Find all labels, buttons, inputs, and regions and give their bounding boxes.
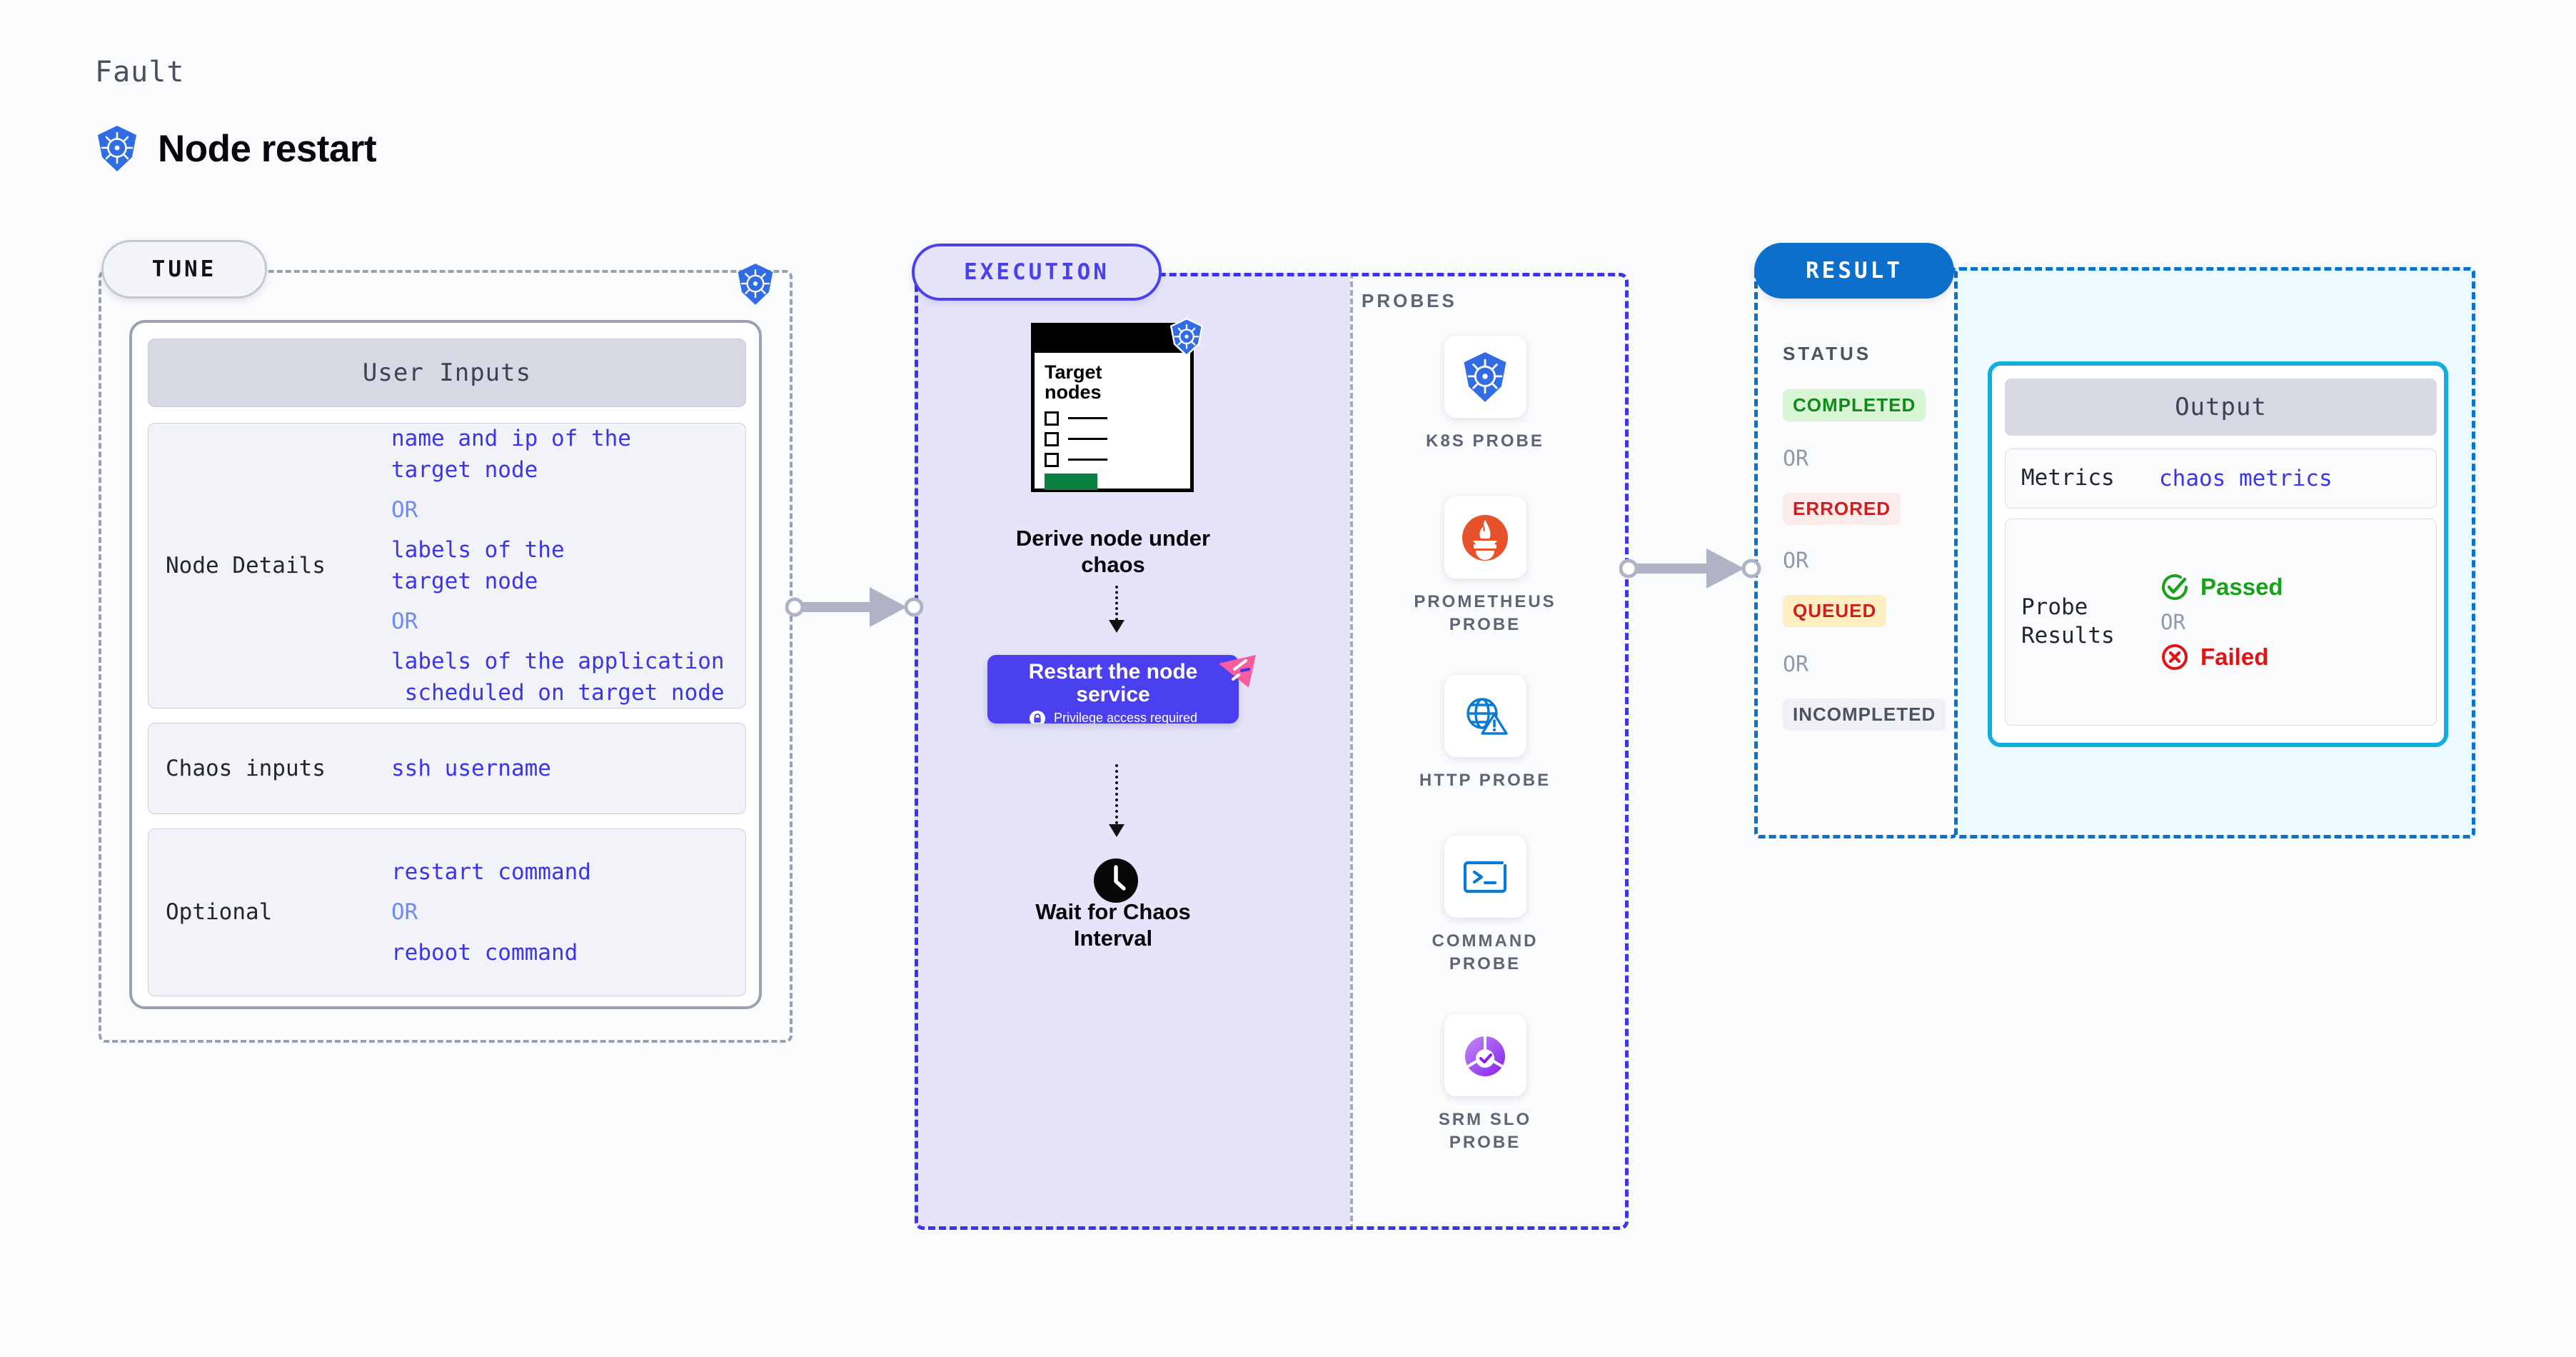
kubernetes-icon bbox=[1444, 336, 1526, 418]
result-panel-pill[interactable]: RESULT bbox=[1754, 243, 1954, 299]
output-value: chaos metrics bbox=[2159, 466, 2333, 491]
or-separator: OR bbox=[391, 899, 418, 926]
output-header: Output bbox=[2005, 379, 2437, 436]
execution-panel-pill[interactable]: EXECUTION bbox=[912, 244, 1162, 301]
input-row-optional: Optional restart command OR reboot comma… bbox=[148, 828, 746, 996]
input-values: restart command OR reboot command bbox=[391, 856, 745, 968]
checkbox-icon bbox=[1045, 431, 1059, 446]
target-nodes-sheet: Target nodes bbox=[1031, 323, 1194, 492]
sheet-titlebar bbox=[1035, 326, 1190, 353]
input-values: ssh username bbox=[391, 753, 745, 784]
probe-item-prometheus[interactable]: PROMETHEUS PROBE bbox=[1378, 496, 1592, 636]
sheet-title: Target nodes bbox=[1045, 361, 1102, 404]
output-row-probe-results: Probe Results Passed OR Failed bbox=[2005, 519, 2437, 726]
probe-item-http[interactable]: HTTP PROBE bbox=[1378, 675, 1592, 792]
tune-panel-pill[interactable]: TUNE bbox=[101, 240, 267, 299]
restart-node-service-step: Restart the node service Privilege acces… bbox=[987, 655, 1239, 723]
prometheus-icon bbox=[1444, 496, 1526, 579]
probe-item-command[interactable]: COMMAND PROBE bbox=[1378, 836, 1592, 975]
input-value: labels of the target node bbox=[391, 536, 565, 594]
line-placeholder bbox=[1068, 438, 1107, 441]
probe-result-failed: Failed bbox=[2159, 641, 2436, 673]
execution-panel-region bbox=[915, 273, 1629, 1230]
checklist-item bbox=[1045, 411, 1190, 426]
checkbox-icon bbox=[1045, 452, 1059, 467]
input-value: labels of the application scheduled on t… bbox=[391, 649, 725, 706]
failed-label: Failed bbox=[2200, 644, 2269, 670]
derive-node-caption: Derive node under chaos bbox=[1015, 526, 1211, 578]
or-separator: OR bbox=[391, 496, 418, 523]
output-label: Probe Results bbox=[2021, 594, 2115, 649]
connector-execution-to-result bbox=[1619, 549, 1761, 589]
output-row-metrics: Metrics chaos metrics bbox=[2005, 449, 2437, 509]
user-inputs-card: User Inputs Node Details name and ip of … bbox=[129, 320, 762, 1009]
input-label: Optional bbox=[166, 899, 273, 926]
status-badge-errored: ERRORED bbox=[1783, 493, 1901, 525]
lock-icon bbox=[1029, 710, 1045, 723]
passed-label: Passed bbox=[2200, 574, 2283, 600]
kubernetes-icon bbox=[735, 263, 775, 309]
probe-label: COMMAND PROBE bbox=[1432, 931, 1539, 973]
privilege-note-row: Privilege access required bbox=[987, 710, 1239, 723]
probes-section-label: PROBES bbox=[1362, 290, 1457, 311]
line-placeholder bbox=[1068, 459, 1107, 461]
or-separator: OR bbox=[1783, 446, 1809, 471]
or-separator: OR bbox=[391, 609, 418, 635]
probe-result-values: Passed OR Failed bbox=[2159, 571, 2436, 673]
terminal-icon bbox=[1444, 836, 1526, 918]
input-label: Chaos inputs bbox=[166, 755, 326, 781]
input-label: Node Details bbox=[166, 552, 326, 579]
input-value: restart command bbox=[391, 859, 591, 886]
kubernetes-icon bbox=[1169, 317, 1204, 360]
check-circle-icon bbox=[2162, 574, 2188, 601]
probe-result-passed: Passed bbox=[2159, 571, 2436, 603]
input-value: ssh username bbox=[391, 755, 551, 781]
output-card: Output Metrics chaos metrics Probe Resul… bbox=[1988, 361, 2448, 747]
user-inputs-header: User Inputs bbox=[148, 339, 746, 407]
globe-warning-icon bbox=[1444, 675, 1526, 757]
page-title-row: Node restart bbox=[95, 125, 377, 172]
probe-label: PROMETHEUS PROBE bbox=[1414, 592, 1556, 634]
input-value: reboot command bbox=[391, 939, 578, 966]
wait-chaos-caption: Wait for Chaos Interval bbox=[1035, 899, 1191, 951]
checkbox-icon bbox=[1045, 411, 1059, 426]
or-separator: OR bbox=[2160, 610, 2185, 634]
probe-label: K8S PROBE bbox=[1426, 431, 1544, 451]
checklist-item bbox=[1045, 452, 1190, 467]
status-badge-completed: COMPLETED bbox=[1783, 389, 1926, 421]
sheet-checklist bbox=[1045, 411, 1190, 467]
srm-slo-icon bbox=[1444, 1014, 1526, 1096]
checklist-item bbox=[1045, 431, 1190, 446]
selected-bar bbox=[1045, 473, 1097, 490]
or-separator: OR bbox=[1783, 652, 1809, 677]
probe-item-k8s[interactable]: K8S PROBE bbox=[1378, 336, 1592, 453]
input-values: name and ip of the target node OR labels… bbox=[391, 423, 745, 708]
kubernetes-icon bbox=[95, 125, 139, 172]
probe-item-srm-slo[interactable]: SRM SLO PROBE bbox=[1378, 1014, 1592, 1153]
line-placeholder bbox=[1068, 417, 1107, 420]
clock-icon bbox=[1094, 858, 1138, 903]
input-row-chaos-inputs: Chaos inputs ssh username bbox=[148, 723, 746, 814]
page-kicker: Fault bbox=[95, 56, 185, 89]
status-section-label: STATUS bbox=[1783, 343, 1872, 364]
step-title: Restart the node service bbox=[1028, 660, 1198, 707]
flow-arrow-2 bbox=[1109, 764, 1125, 837]
page-title: Node restart bbox=[158, 127, 377, 170]
tools-icon bbox=[1219, 655, 1256, 688]
or-separator: OR bbox=[1783, 549, 1809, 574]
input-row-node-details: Node Details name and ip of the target n… bbox=[148, 423, 746, 708]
connector-tune-to-execution bbox=[785, 587, 924, 627]
status-badge-queued: QUEUED bbox=[1783, 595, 1887, 627]
status-badge-incompleted: INCOMPLETED bbox=[1783, 698, 1946, 731]
x-circle-icon bbox=[2162, 644, 2188, 670]
probe-label: SRM SLO PROBE bbox=[1438, 1110, 1532, 1152]
input-value: name and ip of the target node bbox=[391, 425, 631, 483]
flow-arrow-1 bbox=[1109, 586, 1125, 633]
privilege-note: Privilege access required bbox=[1053, 711, 1198, 723]
output-label: Metrics bbox=[2021, 465, 2115, 491]
probe-label: HTTP PROBE bbox=[1419, 771, 1551, 790]
